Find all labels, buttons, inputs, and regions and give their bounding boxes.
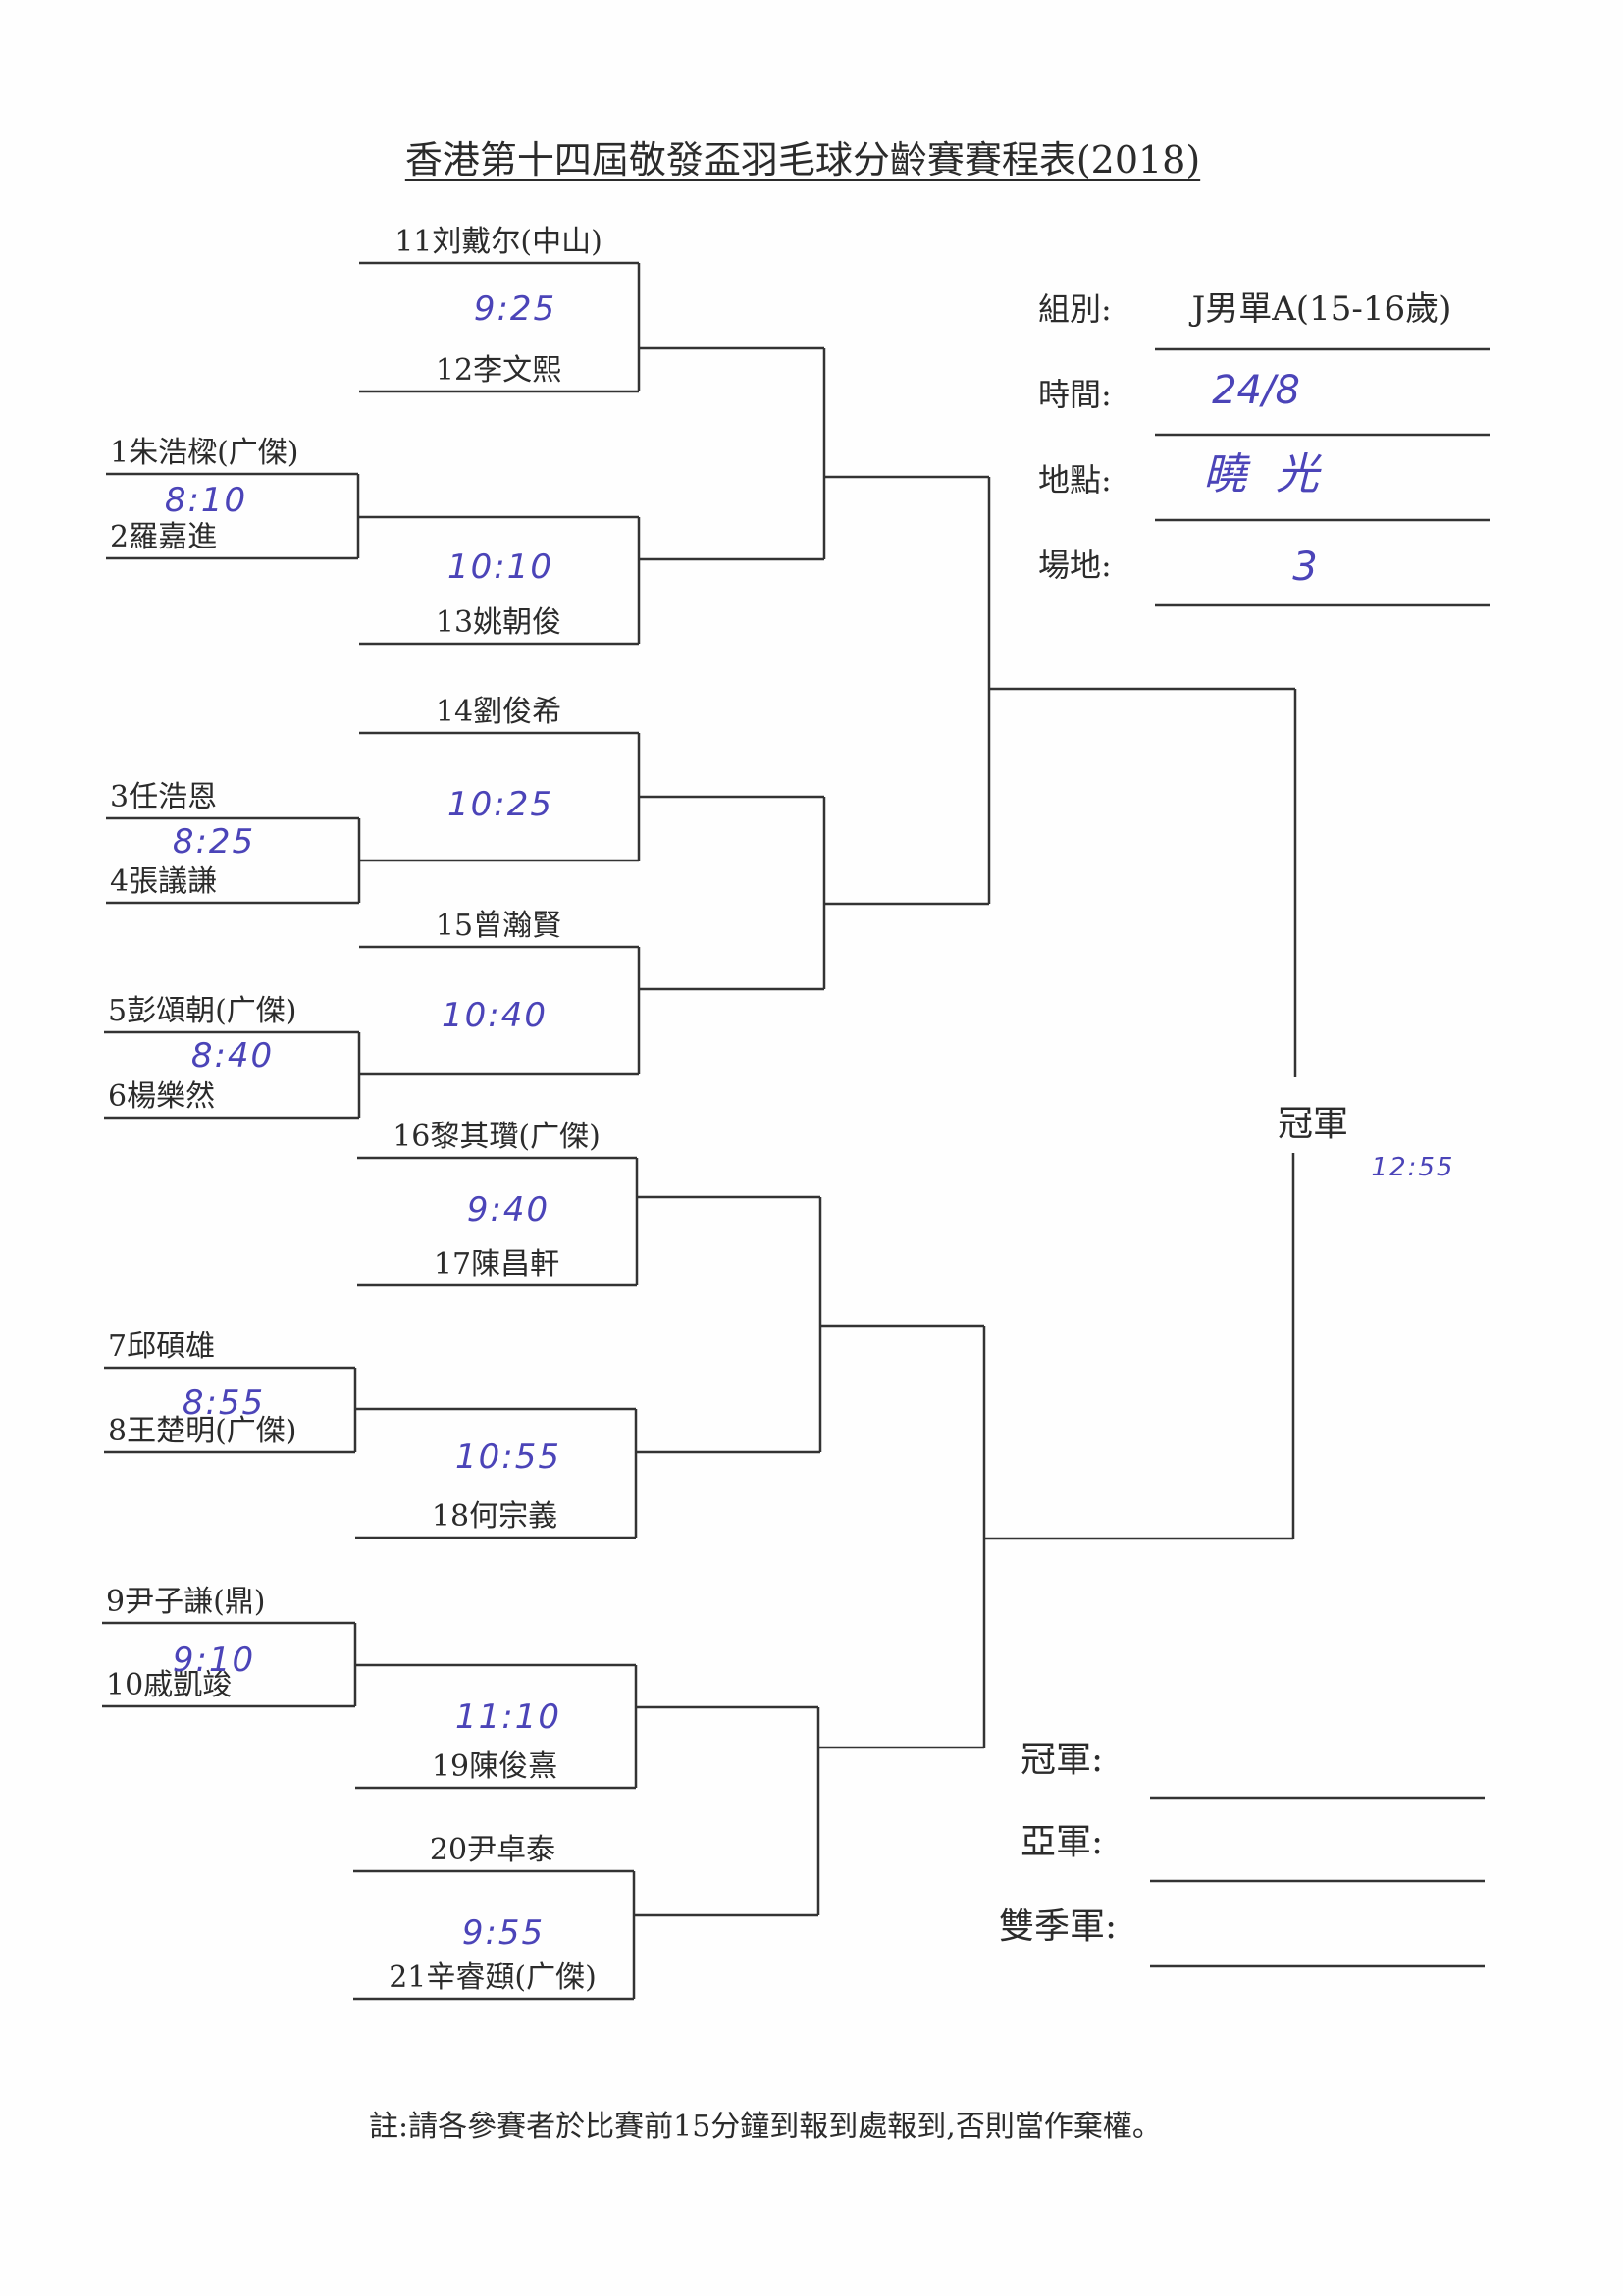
- round3-b: [639, 795, 989, 991]
- player-19: 19陳俊熹: [431, 1749, 558, 1784]
- player-2: 2羅嘉進: [110, 520, 218, 554]
- result-lines: [1150, 1796, 1485, 1968]
- time-m19: 11:10: [455, 1697, 561, 1737]
- time-m15: 10:40: [442, 996, 548, 1035]
- venue-value: 曉光: [1203, 449, 1348, 499]
- group-value: J男單A(15-16歲): [1191, 289, 1452, 329]
- result-champion-label: 冠軍:: [1021, 1740, 1104, 1780]
- time-m20-21: 9:55: [461, 1913, 546, 1953]
- box-19: [355, 1663, 638, 1790]
- player-11: 11刘戴尔(中山): [394, 225, 602, 259]
- match-5-6: [104, 1030, 361, 1120]
- result-third-label: 雙季軍:: [999, 1906, 1118, 1947]
- time-m11-12: 9:25: [473, 289, 557, 329]
- box-13: [358, 515, 641, 646]
- player-15: 15曾瀚賢: [435, 909, 562, 943]
- player-12: 12李文熙: [435, 353, 562, 388]
- box-11-12: [359, 261, 641, 393]
- player-16: 16黎其瓚(广傑): [393, 1120, 601, 1154]
- match-3-4: [106, 816, 361, 905]
- result-runner-up-label: 亞軍:: [1021, 1822, 1104, 1862]
- player-10: 10戚凱竣: [106, 1668, 233, 1702]
- player-7: 7邱碩雄: [108, 1330, 216, 1364]
- box-18: [355, 1407, 638, 1539]
- time-m7-8: 8:55: [182, 1383, 266, 1423]
- player-1: 1朱浩樑(广傑): [110, 436, 299, 470]
- time-m16-17: 9:40: [466, 1190, 550, 1229]
- time-m9-10: 9:10: [172, 1641, 256, 1680]
- champion-label: 冠軍: [1278, 1104, 1349, 1144]
- player-8: 8王楚明(广傑): [108, 1414, 297, 1448]
- date-label: 時間:: [1038, 376, 1112, 413]
- round3-a: [639, 346, 989, 561]
- info-lines: [1155, 347, 1490, 607]
- player-21: 21辛睿頲(广傑): [389, 1960, 597, 1995]
- round3-d: [634, 1705, 984, 1917]
- round3-c: [636, 1195, 984, 1454]
- player-17: 17陳昌軒: [433, 1247, 560, 1281]
- player-18: 18何宗義: [431, 1499, 558, 1534]
- player-9: 9尹子謙(鼎): [106, 1585, 266, 1619]
- time-m18: 10:55: [455, 1437, 561, 1477]
- box-20-21: [353, 1869, 636, 2001]
- court-value: 3: [1292, 545, 1318, 590]
- player-6: 6楊樂然: [108, 1079, 216, 1114]
- time-m5-6: 8:40: [190, 1036, 275, 1075]
- player-4: 4張議謙: [110, 864, 218, 899]
- time-m14: 10:25: [447, 785, 553, 824]
- time-m13: 10:10: [447, 548, 553, 587]
- court-label: 場地:: [1038, 547, 1112, 584]
- page-title: 香港第十四屆敬發盃羽毛球分齡賽賽程表(2018): [404, 138, 1201, 182]
- semi-top: [987, 477, 1295, 904]
- box-15: [359, 945, 641, 1076]
- time-m1-2: 8:10: [164, 481, 248, 520]
- venue-label: 地點:: [1038, 461, 1112, 498]
- player-14: 14劉俊希: [435, 695, 562, 729]
- footer-note: 註:請各參賽者於比賽前15分鐘到報到處報到,否則當作棄權。: [369, 2110, 1162, 2144]
- time-final: 12:55: [1371, 1153, 1455, 1182]
- group-label: 組別:: [1038, 290, 1112, 328]
- time-m3-4: 8:25: [172, 822, 256, 861]
- player-20: 20尹卓泰: [429, 1833, 556, 1867]
- player-13: 13姚朝俊: [435, 605, 562, 640]
- player-5: 5彭頌朝(广傑): [108, 994, 297, 1028]
- player-3: 3任浩恩: [110, 780, 218, 814]
- date-value: 24/8: [1212, 368, 1300, 413]
- semi-bottom: [982, 1326, 1293, 1748]
- final-line: [1291, 689, 1297, 1539]
- box-16-17: [357, 1156, 639, 1287]
